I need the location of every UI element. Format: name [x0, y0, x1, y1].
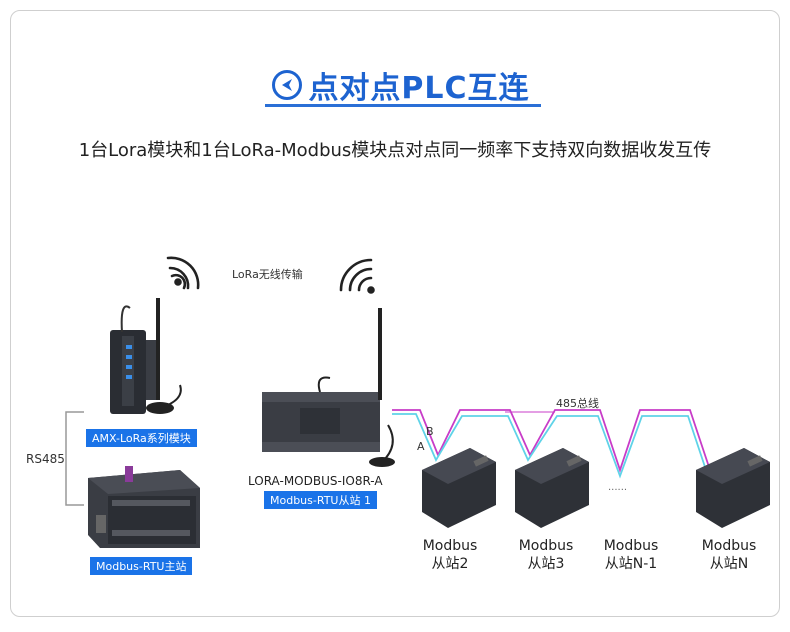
- slave-label-3-line1: Modbus: [518, 538, 574, 554]
- slave-label-2-line2: 从站2: [431, 556, 469, 572]
- slave-label-n-line2: 从站N: [709, 556, 749, 572]
- lora-module-device: [110, 298, 182, 414]
- bus-line-a-label: A: [417, 440, 425, 453]
- rs485-bracket: [65, 411, 84, 506]
- bus-line-b: [392, 409, 711, 473]
- subtitle: 1台Lora模块和1台LoRa-Modbus模块点对点同一频率下支持双向数据收发…: [78, 140, 712, 161]
- slave-label-3: Modbus 从站3: [506, 537, 586, 573]
- slave-label-2: Modbus 从站2: [410, 537, 490, 573]
- slave-label-2-line1: Modbus: [422, 538, 478, 554]
- bus-label: 485总线: [556, 397, 599, 410]
- slave-label-n-1-line1: Modbus: [603, 538, 659, 554]
- slave-device-n: [696, 448, 770, 528]
- page-title: 点对点PLC互连: [260, 62, 542, 108]
- wireless-label: LoRa无线传输: [232, 268, 303, 281]
- wireless-signal-icon-right: [339, 258, 375, 294]
- io-module-device: [262, 308, 395, 467]
- slave-label-n: Modbus 从站N: [689, 537, 769, 573]
- title-underline: [265, 104, 541, 107]
- slave-label-n-1: Modbus 从站N-1: [591, 537, 671, 573]
- bus-line-a: [392, 413, 709, 479]
- slave-label-3-line2: 从站3: [527, 556, 565, 572]
- slave-label-n-line1: Modbus: [701, 538, 757, 554]
- wireless-signal-icon-left: [166, 256, 200, 290]
- back-arrow-icon: [272, 70, 303, 100]
- bus-line-b-label: B: [426, 425, 434, 438]
- title-text: 点对点PLC互连: [308, 71, 530, 106]
- master-tag: Modbus-RTU主站: [90, 557, 193, 575]
- slave-device-2: [422, 448, 496, 528]
- lora-module-tag: AMX-LoRa系列模块: [86, 429, 197, 447]
- ellipsis: ......: [608, 482, 628, 493]
- slave-label-n-1-line2: 从站N-1: [604, 556, 658, 572]
- slave-device-3: [515, 448, 589, 528]
- io-slave-tag: Modbus-RTU从站 1: [264, 491, 377, 509]
- rs485-label: RS485: [26, 452, 65, 466]
- io-model-label: LORA-MODBUS-IO8R-A: [248, 474, 383, 488]
- plc-master-device: [88, 466, 200, 548]
